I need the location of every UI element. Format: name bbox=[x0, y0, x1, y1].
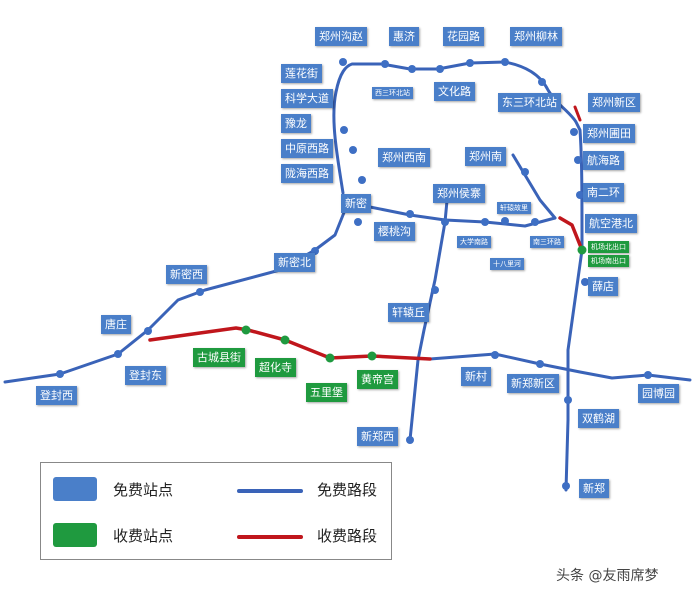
station-jichangnan-chukou[interactable]: 机场南出口 bbox=[588, 255, 629, 267]
watermark: 头条 @友雨席梦 bbox=[556, 568, 659, 584]
station-xuanyuan-qiu[interactable]: 轩辕丘 bbox=[388, 303, 429, 322]
station-daxue-nanlu[interactable]: 大学南路 bbox=[457, 236, 491, 248]
station-huayuan-lu[interactable]: 花园路 bbox=[443, 27, 484, 46]
station-nan-erhuan[interactable]: 南二环 bbox=[583, 183, 624, 202]
ring-road bbox=[332, 60, 584, 252]
central-road bbox=[408, 188, 450, 442]
station-xinmi[interactable]: 新密 bbox=[341, 194, 371, 213]
station-yuanbo-yuan[interactable]: 园博园 bbox=[638, 384, 679, 403]
legend: 免费站点 免费路段 收费站点 收费路段 bbox=[40, 462, 392, 560]
station-kexue-dadao[interactable]: 科学大道 bbox=[281, 89, 333, 108]
legend-toll-road-label: 收费路段 bbox=[317, 527, 378, 545]
station-zhengzhou-xinan[interactable]: 郑州西南 bbox=[378, 148, 430, 167]
station-xuedian[interactable]: 薛店 bbox=[588, 277, 618, 296]
station-chaohua-si[interactable]: 超化寺 bbox=[255, 358, 296, 377]
station-dengfeng-xi[interactable]: 登封西 bbox=[36, 386, 77, 405]
toll-road-spur bbox=[573, 105, 582, 122]
station-xuanyuan-gudao[interactable]: 轩辕故里 bbox=[497, 202, 531, 214]
toll-road-airport bbox=[558, 216, 584, 252]
station-huiji[interactable]: 惠济 bbox=[389, 27, 419, 46]
station-wulibao[interactable]: 五里堡 bbox=[306, 383, 347, 402]
station-xinzheng[interactable]: 新郑 bbox=[579, 479, 609, 498]
east-road bbox=[564, 248, 584, 492]
station-zhongyuan-xilu[interactable]: 中原西路 bbox=[281, 139, 333, 158]
station-gucheng-xianjie[interactable]: 古城县街 bbox=[193, 348, 245, 367]
station-dongsanhuan-beizhan[interactable]: 东三环北站 bbox=[498, 93, 561, 112]
station-huangdi-gong[interactable]: 黄帝宫 bbox=[357, 370, 398, 389]
station-xincun[interactable]: 新村 bbox=[461, 367, 491, 386]
legend-free-station-label: 免费站点 bbox=[113, 481, 174, 499]
station-hanghai-lu[interactable]: 航海路 bbox=[583, 151, 624, 170]
legend-toll-station-swatch bbox=[53, 523, 97, 547]
station-wenhua-lu[interactable]: 文化路 bbox=[434, 82, 475, 101]
legend-free-station-swatch bbox=[53, 477, 97, 501]
station-yingtaogou[interactable]: 樱桃沟 bbox=[374, 222, 415, 241]
station-zhengzhou-liulin[interactable]: 郑州柳林 bbox=[510, 27, 562, 46]
station-dengfeng-dong[interactable]: 登封东 bbox=[125, 366, 166, 385]
west-road bbox=[3, 203, 557, 384]
station-zhengzhou-nan[interactable]: 郑州南 bbox=[465, 147, 506, 166]
station-zhengzhou-xinqu[interactable]: 郑州新区 bbox=[588, 93, 640, 112]
legend-toll-station-label: 收费站点 bbox=[113, 527, 174, 545]
station-longhai-xilu[interactable]: 陇海西路 bbox=[281, 164, 333, 183]
station-xinzheng-xi[interactable]: 新郑西 bbox=[357, 427, 398, 446]
legend-free-road-line bbox=[237, 489, 303, 493]
station-xinmi-xi[interactable]: 新密西 bbox=[166, 265, 207, 284]
station-xisanhuan-beizhan[interactable]: 西三环北站 bbox=[372, 87, 413, 99]
station-xinzheng-xinqu[interactable]: 新郑新区 bbox=[507, 374, 559, 393]
station-zhengzhou-gouzhao[interactable]: 郑州沟赵 bbox=[315, 27, 367, 46]
station-xinmi-bei[interactable]: 新密北 bbox=[274, 253, 315, 272]
station-shuanghe-hu[interactable]: 双鹤湖 bbox=[578, 409, 619, 428]
station-lianhua-jie[interactable]: 莲花街 bbox=[281, 64, 322, 83]
station-tangzhuang[interactable]: 唐庄 bbox=[101, 315, 131, 334]
legend-toll-road-line bbox=[237, 535, 303, 539]
station-shiba-lizhan[interactable]: 十八里河 bbox=[490, 258, 524, 270]
toll-road-main bbox=[148, 326, 432, 361]
legend-free-road-label: 免费路段 bbox=[317, 481, 378, 499]
station-jichangbei-chukou[interactable]: 机场北出口 bbox=[588, 241, 629, 253]
station-zhengzhou-houzhai[interactable]: 郑州侯寨 bbox=[433, 184, 485, 203]
station-nan-sanhuan[interactable]: 南三环路 bbox=[530, 236, 564, 248]
station-hangkonggang-bei[interactable]: 航空港北 bbox=[585, 214, 637, 233]
station-yulong[interactable]: 豫龙 bbox=[281, 114, 311, 133]
station-zhengzhou-putian[interactable]: 郑州圃田 bbox=[583, 124, 635, 143]
